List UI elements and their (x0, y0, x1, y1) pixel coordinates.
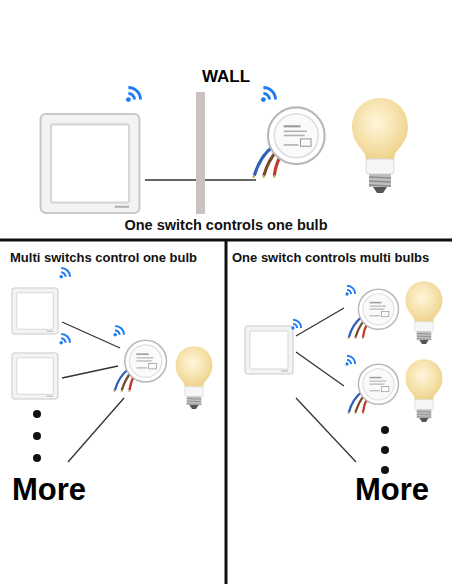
panel-caption: One switch controls multi bulbs (232, 251, 429, 266)
link-line (62, 322, 120, 348)
light-bulb (352, 98, 408, 193)
receiver-module (253, 107, 324, 177)
wifi-icon (59, 334, 70, 345)
wifi-icon (113, 326, 124, 337)
wall (196, 92, 205, 214)
ellipsis-dot (381, 446, 389, 454)
receiver-module (348, 289, 399, 339)
ellipsis-dot (33, 432, 41, 440)
divider (225, 240, 228, 584)
wall-switch (12, 288, 58, 334)
panel: One switch controls one bulb (0, 0, 452, 238)
wifi-icon (126, 88, 141, 103)
wall-label: WALL (202, 68, 250, 85)
link-line (296, 308, 344, 336)
panel-caption: One switch controls one bulb (124, 217, 327, 234)
link-line (68, 398, 124, 462)
panel-caption: Multi switchs control one bulb (10, 251, 197, 266)
wifi-icon (59, 268, 70, 279)
more-label: More (355, 474, 429, 505)
wifi-icon (345, 356, 355, 366)
ellipsis-dot (381, 426, 389, 434)
wall-switch (41, 114, 140, 213)
more-label: More (12, 474, 86, 505)
link-line (62, 366, 118, 378)
ellipsis-dot (33, 410, 41, 418)
link-line (296, 352, 344, 386)
ellipsis-dot (381, 466, 389, 474)
wall-switch (245, 326, 293, 374)
receiver-module (348, 364, 399, 414)
light-bulb (406, 281, 443, 344)
wifi-icon (291, 320, 301, 330)
panel: Multi switchs control one bulb (0, 242, 224, 584)
wifi-icon (261, 88, 276, 103)
wall-switch (12, 353, 58, 399)
link-line (296, 398, 356, 462)
light-bulb (406, 359, 443, 422)
panel: One switch controls multi bulbs (228, 242, 452, 584)
light-bulb (176, 346, 213, 409)
wifi-icon (345, 286, 355, 296)
receiver-module (114, 340, 166, 392)
ellipsis-dot (33, 454, 41, 462)
